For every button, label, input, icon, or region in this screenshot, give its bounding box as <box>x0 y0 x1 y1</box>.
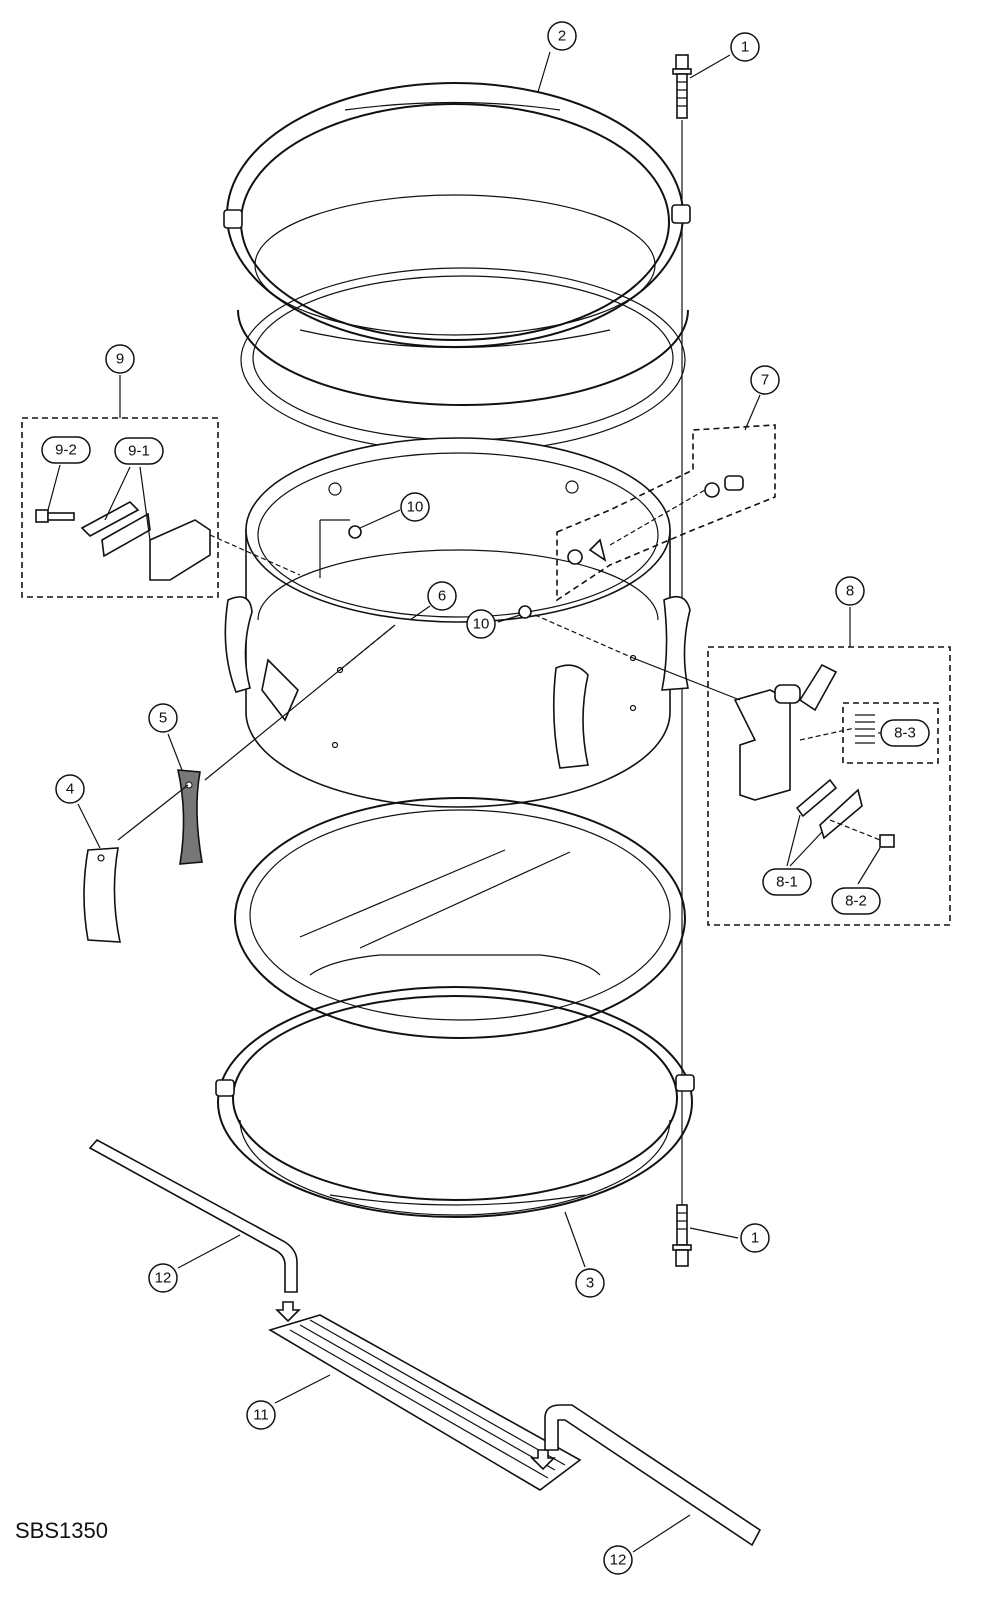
svg-text:6: 6 <box>438 588 446 605</box>
svg-text:4: 4 <box>66 781 74 798</box>
svg-text:9-2: 9-2 <box>55 442 77 459</box>
svg-text:2: 2 <box>558 28 566 45</box>
svg-text:12: 12 <box>610 1552 627 1569</box>
svg-text:7: 7 <box>761 372 769 389</box>
svg-text:5: 5 <box>159 710 167 727</box>
callout-10-upper: 10 <box>400 492 430 522</box>
svg-text:9-1: 9-1 <box>128 443 150 460</box>
svg-text:8-2: 8-2 <box>845 893 867 910</box>
callout-3: 3 <box>575 1268 605 1298</box>
bottom-hoop <box>215 986 695 1218</box>
callout-7: 7 <box>750 365 780 395</box>
callout-8-3: 8-3 <box>880 719 930 747</box>
callout-8: 8 <box>835 576 865 606</box>
leader-lines <box>47 51 888 1553</box>
callout-8-1: 8-1 <box>762 868 812 896</box>
svg-text:11: 11 <box>253 1407 269 1424</box>
svg-text:8: 8 <box>846 583 854 600</box>
callout-9-2: 9-2 <box>41 436 91 464</box>
callout-9-1: 9-1 <box>114 437 164 465</box>
callout-1-top: 1 <box>730 32 760 62</box>
callout-12-top: 12 <box>148 1263 178 1293</box>
shell-lugs <box>224 595 691 769</box>
lug-part-4 <box>83 847 122 943</box>
gasket-part-5 <box>176 769 203 865</box>
bottom-drum-head <box>234 797 686 1039</box>
svg-text:1: 1 <box>751 1230 759 1247</box>
group-7-box <box>556 424 776 602</box>
snare-strainer-part-8 <box>733 663 895 848</box>
group-7-parts <box>567 475 744 565</box>
top-drum-head <box>237 267 689 453</box>
callout-1-bottom: 1 <box>740 1223 770 1253</box>
drum-shell <box>245 437 671 808</box>
callout-4: 4 <box>55 774 85 804</box>
svg-text:8-1: 8-1 <box>776 874 798 891</box>
callout-6: 6 <box>427 581 457 611</box>
group-8-3-box <box>842 702 939 764</box>
svg-text:10: 10 <box>407 499 424 516</box>
svg-text:1: 1 <box>741 39 749 56</box>
callout-10-lower: 10 <box>466 609 496 639</box>
callout-12-bottom: 12 <box>603 1545 633 1575</box>
snare-strap-top <box>88 1138 298 1293</box>
callout-8-2: 8-2 <box>831 887 881 915</box>
group-9-parts <box>35 501 211 581</box>
svg-text:3: 3 <box>586 1275 594 1292</box>
strainer-mount-plate <box>261 658 299 722</box>
svg-text:9: 9 <box>116 351 124 368</box>
svg-text:10: 10 <box>473 616 490 633</box>
svg-text:8-3: 8-3 <box>894 725 916 742</box>
group-8-box <box>707 646 951 926</box>
svg-text:12: 12 <box>155 1270 172 1287</box>
tension-rod-top <box>672 54 692 119</box>
callout-2: 2 <box>547 21 577 51</box>
group-9-box <box>21 417 219 598</box>
callout-11: 11 <box>246 1400 276 1430</box>
callout-5: 5 <box>148 703 178 733</box>
callout-9: 9 <box>105 344 135 374</box>
snare-wires-part-11 <box>268 1301 582 1491</box>
snare-strap-bottom <box>544 1404 762 1547</box>
tension-rod-bottom <box>672 1204 692 1267</box>
top-hoop <box>223 82 691 349</box>
diagram-code: SBS1350 <box>15 1518 108 1543</box>
